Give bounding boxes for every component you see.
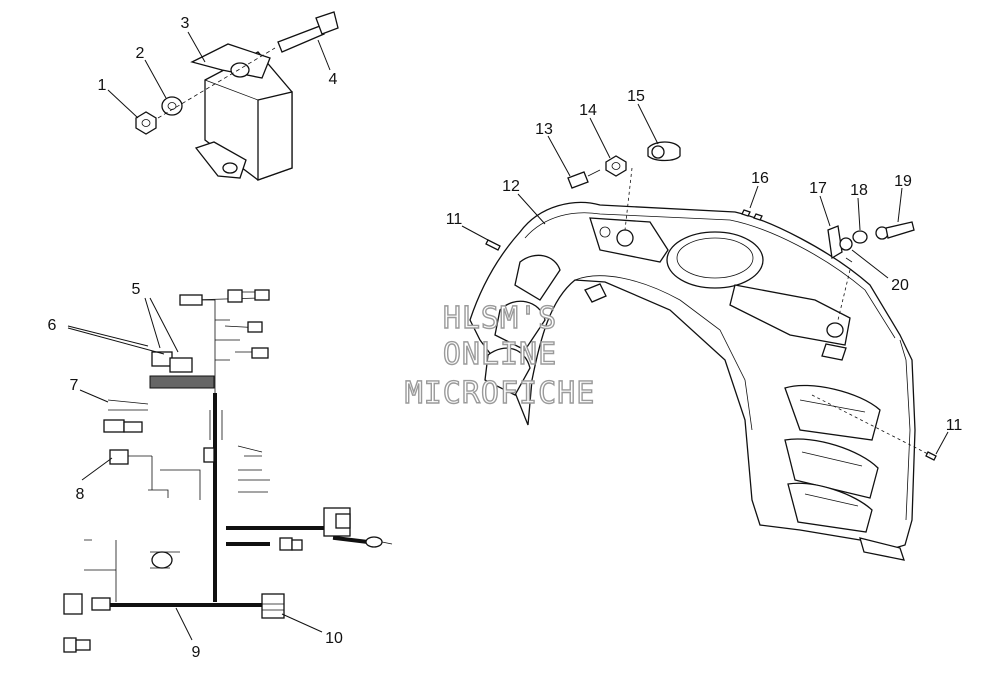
callout-13: 13 [535,121,553,138]
cdi-module-assembly [135,11,339,181]
callout-20: 20 [891,277,909,294]
watermark-line-2: ONLINE [443,337,557,372]
dash-panel-assembly [469,141,937,561]
callout-10: 10 [325,630,343,647]
callout-3: 3 [181,15,190,32]
callout-16: 16 [751,170,769,187]
callout-6: 6 [48,317,57,334]
callout-4: 4 [329,71,338,88]
callout-9: 9 [192,644,201,661]
callout-12: 12 [502,178,520,195]
callout-5: 5 [132,281,141,298]
callout-19: 19 [894,173,912,190]
callout-7: 7 [70,377,79,394]
callout-11-right: 11 [946,417,963,434]
callout-2: 2 [136,45,145,62]
callout-17: 17 [809,180,827,197]
callout-18: 18 [850,182,868,199]
watermark-line-3: MICROFICHE [405,376,596,411]
callout-11-top: 11 [446,211,463,228]
watermark: HLSM'S ONLINE MICROFICHE [404,300,596,411]
watermark-line-1: HLSM'S [443,301,557,336]
callout-labels: 1 2 3 4 5 6 7 8 9 10 11 11 12 13 14 15 1… [48,15,963,661]
callout-15: 15 [627,88,645,105]
wiring-harness [63,289,393,653]
callout-14: 14 [579,102,597,119]
callout-8: 8 [76,486,85,503]
callout-1: 1 [98,77,107,94]
leader-lines [67,31,949,641]
